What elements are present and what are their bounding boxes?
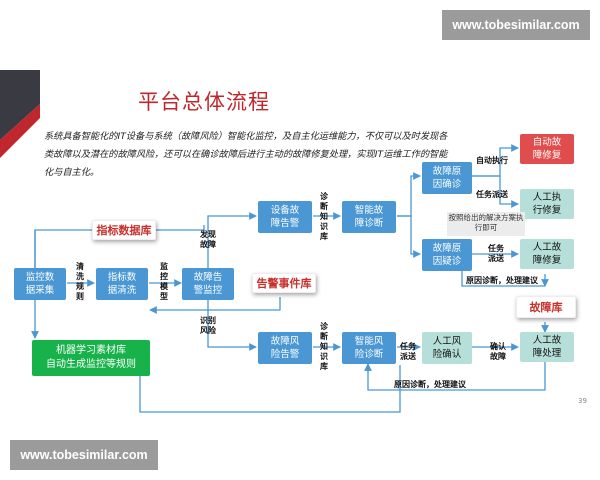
watermark-top: www.tobesimilar.com bbox=[442, 10, 590, 40]
node-ml-library: 机器学习素材库 自动生成监控等规则 bbox=[32, 340, 150, 376]
node-fault-monitor: 故障告警监控 bbox=[182, 268, 234, 300]
label-task-dispatch-2: 任务派送 bbox=[488, 244, 504, 263]
node-manual-risk-confirm: 人工风险确认 bbox=[422, 332, 472, 364]
label-identify-risk: 识别风险 bbox=[200, 316, 216, 335]
corner-decoration bbox=[0, 70, 40, 158]
node-clean: 指标数据清洗 bbox=[96, 268, 148, 300]
label-cause-1: 原因诊断，处理建议 bbox=[466, 276, 538, 285]
label-diag-kb-2: 诊断知识库 bbox=[320, 322, 328, 371]
node-auto-repair: 自动故障修复 bbox=[520, 134, 574, 164]
node-smart-fault-diag: 智能故障诊断 bbox=[342, 201, 396, 233]
label-clean-rule: 清洗规则 bbox=[76, 262, 84, 301]
node-confirm-diag: 故障原因确诊 bbox=[422, 162, 472, 194]
fault-db-header: 故障库 bbox=[516, 296, 576, 318]
label-cause-2: 原因诊断，处理建议 bbox=[394, 380, 466, 389]
label-auto-exec: 自动执行 bbox=[476, 156, 508, 165]
page-title: 平台总体流程 bbox=[138, 90, 270, 114]
node-manual-fault-handle: 人工故障处理 bbox=[520, 332, 574, 362]
metrics-db-header: 指标数据库 bbox=[92, 220, 156, 240]
alarm-db-header: 告警事件库 bbox=[252, 273, 316, 293]
label-monitor-model: 监控模型 bbox=[160, 262, 168, 301]
node-device-alarm: 设备故障告警 bbox=[258, 201, 312, 233]
label-task-dispatch-1: 任务派送 bbox=[476, 190, 508, 199]
watermark-bottom: www.tobesimilar.com bbox=[10, 440, 158, 470]
label-diag-kb-1: 诊断知识库 bbox=[320, 192, 328, 241]
node-collect: 监控数据采集 bbox=[14, 268, 66, 300]
node-manual-exec: 人工执行修复 bbox=[520, 189, 574, 219]
solution-note: 按照给出的解决方案执行即可 bbox=[447, 212, 525, 236]
node-manual-fault-repair: 人工故障修复 bbox=[520, 239, 574, 269]
label-confirm-fault: 确认故障 bbox=[490, 342, 506, 361]
node-risk-alarm: 故障风险告警 bbox=[258, 332, 312, 364]
page-number: 39 bbox=[578, 397, 587, 405]
node-smart-risk-diag: 智能风险诊断 bbox=[342, 332, 396, 364]
label-find-fault: 发现故障 bbox=[200, 230, 216, 249]
node-suspect-diag: 故障原因疑诊 bbox=[422, 239, 472, 271]
intro-text: 系统具备智能化的IT设备与系统（故障风险）智能化监控，及自主化运维能力，不仅可以… bbox=[44, 131, 448, 178]
label-task-dispatch-3: 任务派送 bbox=[400, 342, 416, 361]
